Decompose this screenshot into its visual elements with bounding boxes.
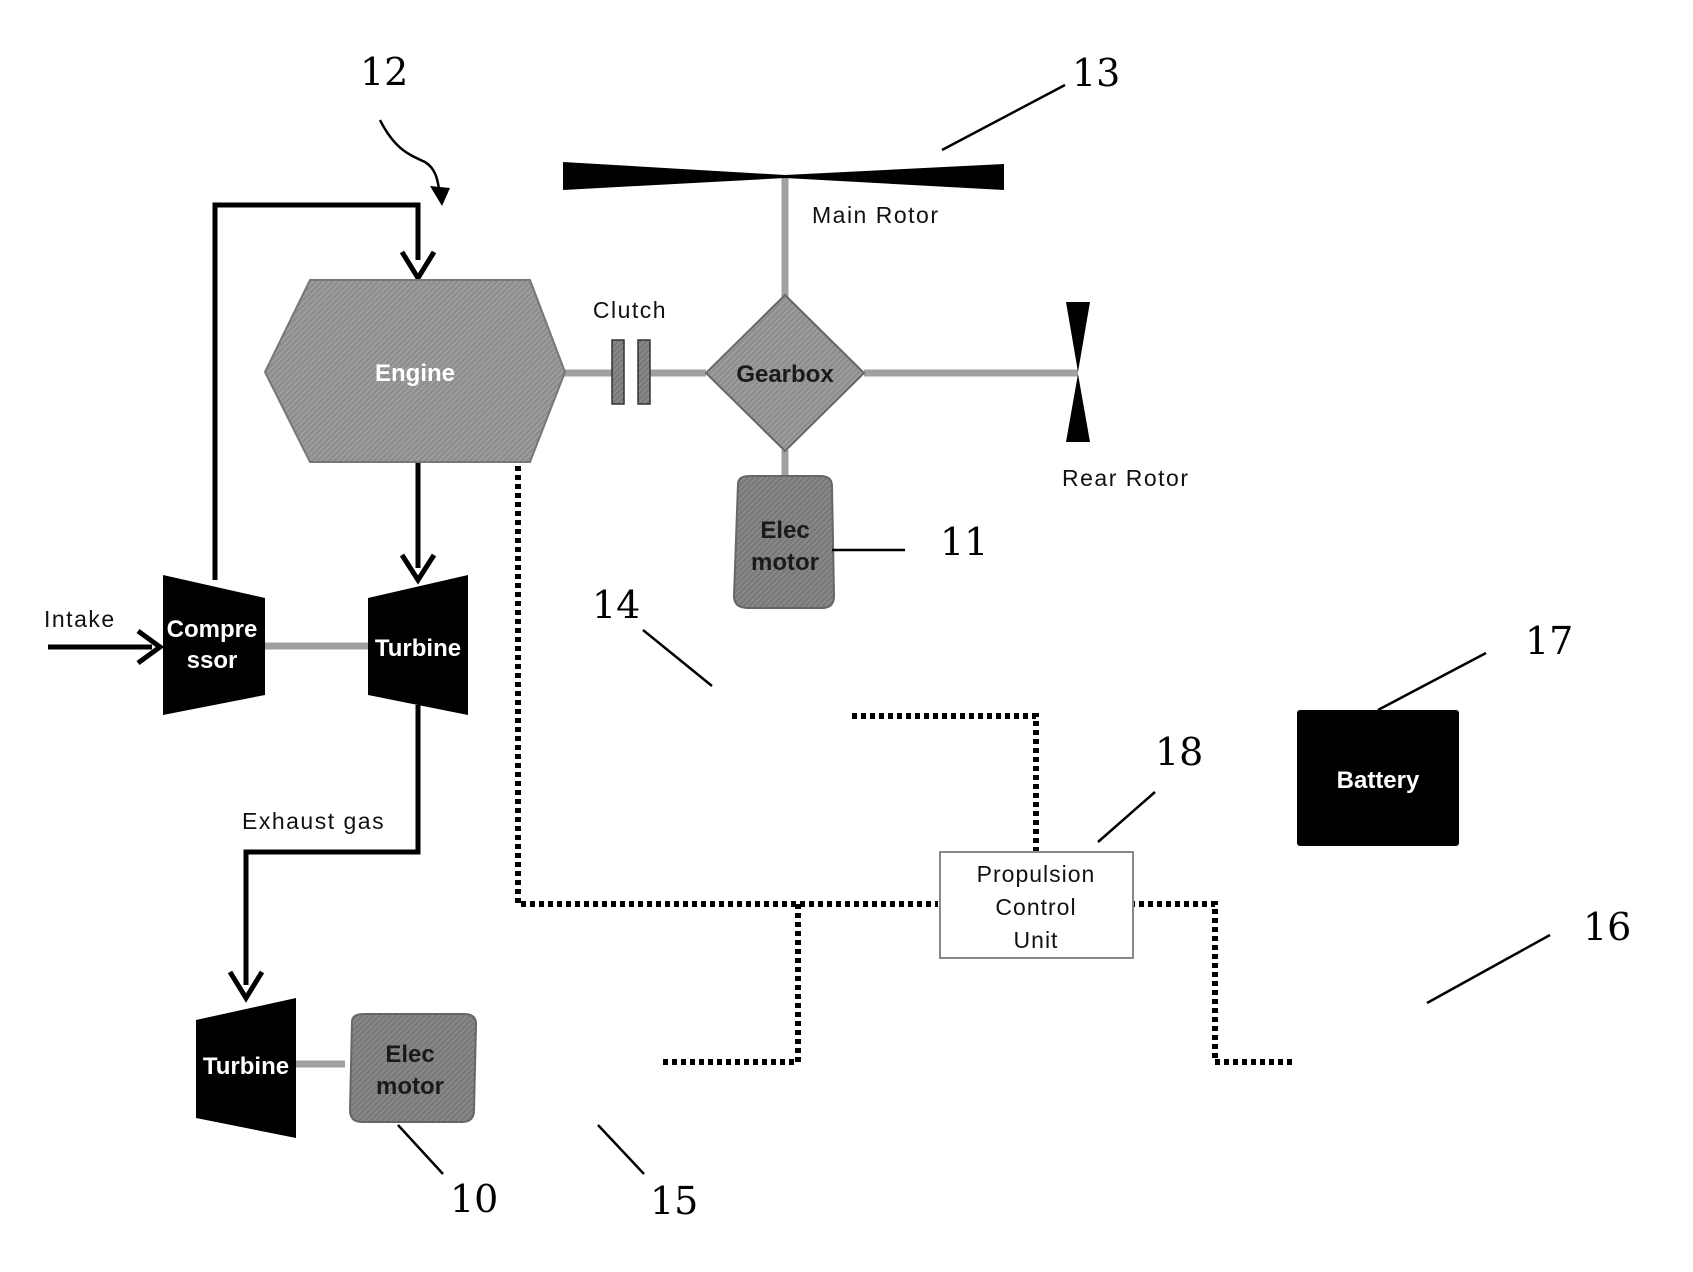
bus-engine-to-pcu <box>518 466 938 904</box>
bus-branch-15 <box>660 904 798 1062</box>
battery-label: Battery <box>1337 767 1420 794</box>
rear-rotor-label: Rear Rotor <box>1062 465 1189 491</box>
exhaust-flow <box>246 705 418 985</box>
intake-label: Intake <box>44 606 116 632</box>
elec-motor-bottom-block <box>350 1014 476 1122</box>
leader-lines <box>380 85 1550 1174</box>
ref-15: 15 <box>650 1179 698 1223</box>
ref-18: 18 <box>1155 730 1203 774</box>
leader-10 <box>398 1125 443 1174</box>
pcu-label-line2: Control <box>995 894 1076 920</box>
pcu-label-line3: Unit <box>1014 927 1059 953</box>
leader-12-arrow-icon <box>430 186 450 206</box>
bus-pcu-to-16 <box>1130 904 1295 1062</box>
leader-18 <box>1098 792 1155 842</box>
compressor-block <box>163 575 265 715</box>
leader-15 <box>598 1125 644 1174</box>
ref-11: 11 <box>940 520 988 564</box>
leader-12 <box>380 120 440 195</box>
gearbox-label: Gearbox <box>736 361 834 388</box>
engine-label: Engine <box>375 360 455 387</box>
clutch-icon <box>612 340 650 404</box>
leader-14 <box>643 630 712 686</box>
elec-motor-bottom-label-line1: Elec <box>385 1041 434 1068</box>
ref-14: 14 <box>592 583 640 627</box>
pcu-label-line1: Propulsion <box>977 861 1096 887</box>
ref-10: 10 <box>450 1177 498 1221</box>
leader-17 <box>1378 653 1486 710</box>
elec-motor-bottom-label-line2: motor <box>376 1073 444 1100</box>
ref-12: 12 <box>360 50 408 94</box>
upper-turbine-label: Turbine <box>375 635 461 662</box>
bus-pcu-to-14 <box>848 716 1036 852</box>
main-rotor-label: Main Rotor <box>812 202 939 228</box>
exhaust-gas-label: Exhaust gas <box>242 808 385 834</box>
clutch-label: Clutch <box>593 297 667 323</box>
ref-13: 13 <box>1072 51 1120 95</box>
ref-17: 17 <box>1525 619 1573 663</box>
ref-16: 16 <box>1583 905 1631 949</box>
leader-13 <box>942 85 1065 150</box>
leader-16 <box>1427 935 1550 1003</box>
compressor-label-line2: ssor <box>187 647 238 674</box>
lower-turbine-label: Turbine <box>203 1053 289 1080</box>
elec-motor-top-label-line2: motor <box>751 549 819 576</box>
compressor-label-line1: Compre <box>167 616 258 643</box>
reference-numerals: 12 13 11 14 17 18 16 10 15 <box>360 50 1631 1223</box>
elec-motor-top-label-line1: Elec <box>760 517 809 544</box>
